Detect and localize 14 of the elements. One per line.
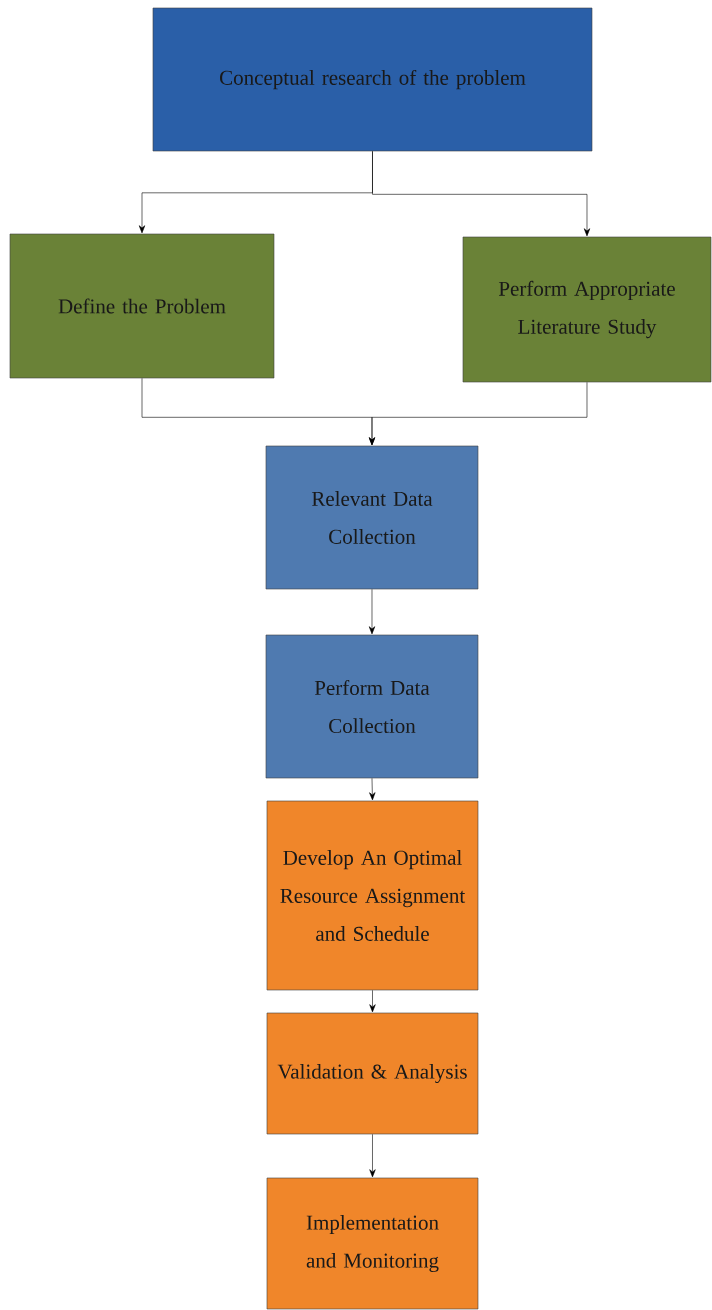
process-box: Define the Problem xyxy=(9,233,275,379)
arrow xyxy=(368,589,376,635)
process-box: Conceptual research of the problem xyxy=(152,7,593,152)
process-box: Perform Data Collection xyxy=(265,634,479,779)
arrow xyxy=(372,151,591,237)
process-box: Implementation and Monitoring xyxy=(266,1177,479,1310)
arrow xyxy=(369,990,376,1013)
process-box: Perform Appropriate Literature Study xyxy=(462,236,712,383)
process-box: Validation & Analysis xyxy=(266,1012,479,1135)
process-box: Relevant Data Collection xyxy=(265,445,479,590)
arrow xyxy=(369,778,376,801)
arrow xyxy=(368,382,588,446)
arrow xyxy=(369,1134,376,1178)
process-box: Develop An Optimal Resource Assignment and Schedule xyxy=(266,800,479,991)
